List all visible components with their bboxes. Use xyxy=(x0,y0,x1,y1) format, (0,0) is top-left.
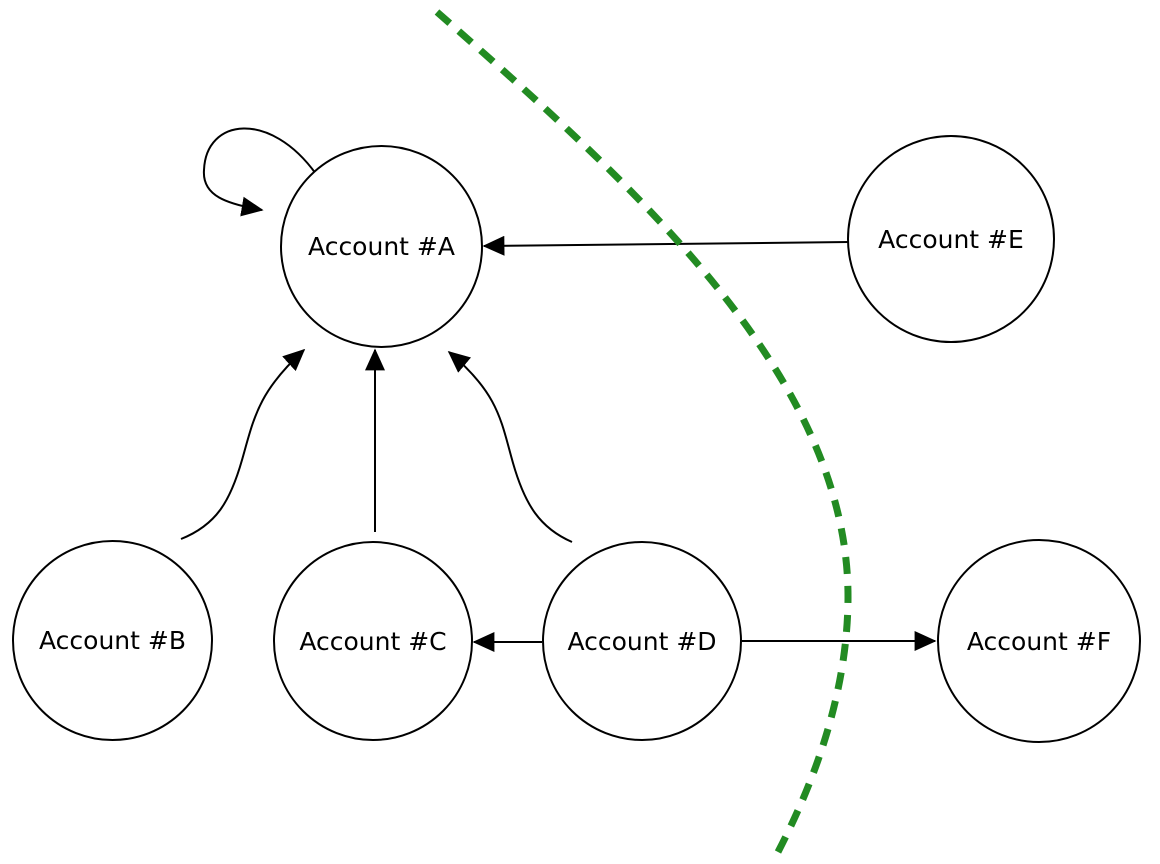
node-account-c-label: Account #C xyxy=(299,626,447,656)
edge-e-to-a xyxy=(482,235,850,256)
node-account-d: Account #D xyxy=(542,541,742,741)
node-account-e-label: Account #E xyxy=(878,224,1024,254)
node-account-c: Account #C xyxy=(273,541,473,741)
node-account-b: Account #B xyxy=(12,540,213,741)
node-account-b-label: Account #B xyxy=(39,626,186,655)
edge-d-to-a xyxy=(447,350,573,543)
edge-b-to-a xyxy=(180,348,306,540)
node-account-a: Account #A xyxy=(280,145,483,348)
edge-a-self-loop xyxy=(202,127,317,217)
node-account-e: Account #E xyxy=(847,135,1055,343)
node-account-d-label: Account #D xyxy=(567,626,717,656)
node-account-f-label: Account #F xyxy=(966,626,1112,656)
node-account-a-label: Account #A xyxy=(308,232,455,261)
boundary-dashed-curve xyxy=(434,9,852,854)
node-account-f: Account #F xyxy=(937,539,1141,743)
